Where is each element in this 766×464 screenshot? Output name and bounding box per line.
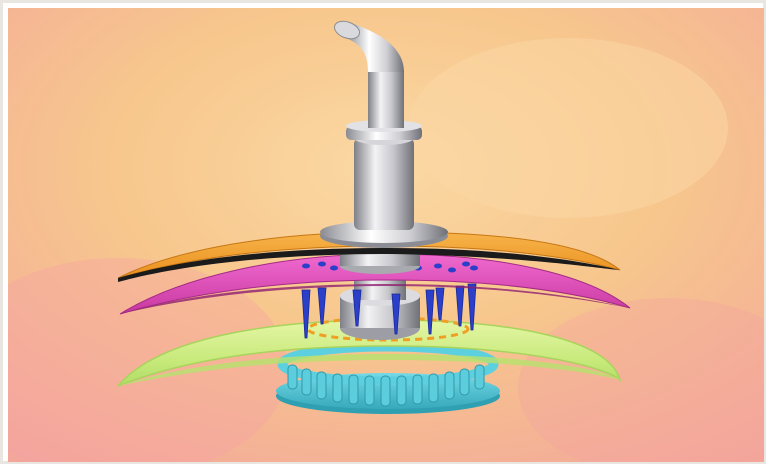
illustration bbox=[8, 8, 764, 462]
device-illustration bbox=[8, 8, 764, 462]
